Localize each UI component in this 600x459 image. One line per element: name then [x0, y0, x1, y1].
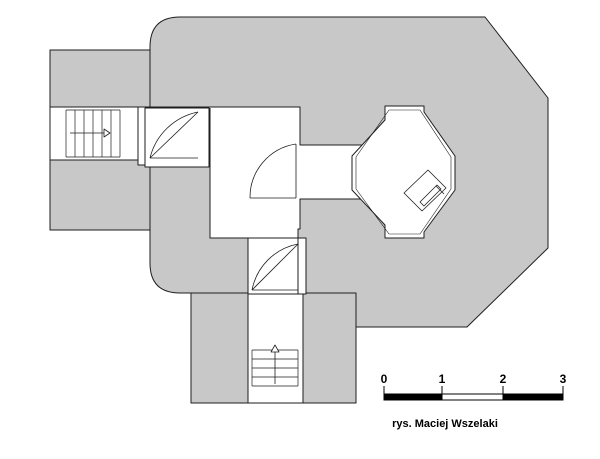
scale-label-1: 1 — [439, 372, 446, 386]
plan-drawing — [49, 16, 549, 404]
octagonal-room-outline — [355, 109, 452, 235]
west-vestibule — [144, 107, 210, 168]
south-stair-arrow-icon — [270, 344, 280, 384]
west-stair — [65, 109, 121, 158]
scale-label-2: 2 — [500, 372, 507, 386]
west-stair-arrow-icon — [70, 128, 111, 138]
west-corridor — [49, 106, 151, 161]
scale-segment-0-1 — [383, 393, 443, 401]
scale-label-3: 3 — [560, 372, 567, 386]
door-swing-south — [251, 243, 299, 291]
drawing-credit: rys. Maciej Wszelaki — [392, 418, 498, 430]
wall-jambs — [209, 108, 307, 294]
door-swing-west — [149, 111, 199, 159]
octagonal-room — [351, 105, 456, 239]
door-swing-center — [249, 143, 297, 199]
scale-label-0: 0 — [381, 372, 388, 386]
scale-bar — [383, 386, 564, 401]
altar-niche — [403, 169, 447, 212]
scale-segment-2-3 — [502, 393, 564, 401]
scale-segment-1-2 — [441, 393, 504, 401]
